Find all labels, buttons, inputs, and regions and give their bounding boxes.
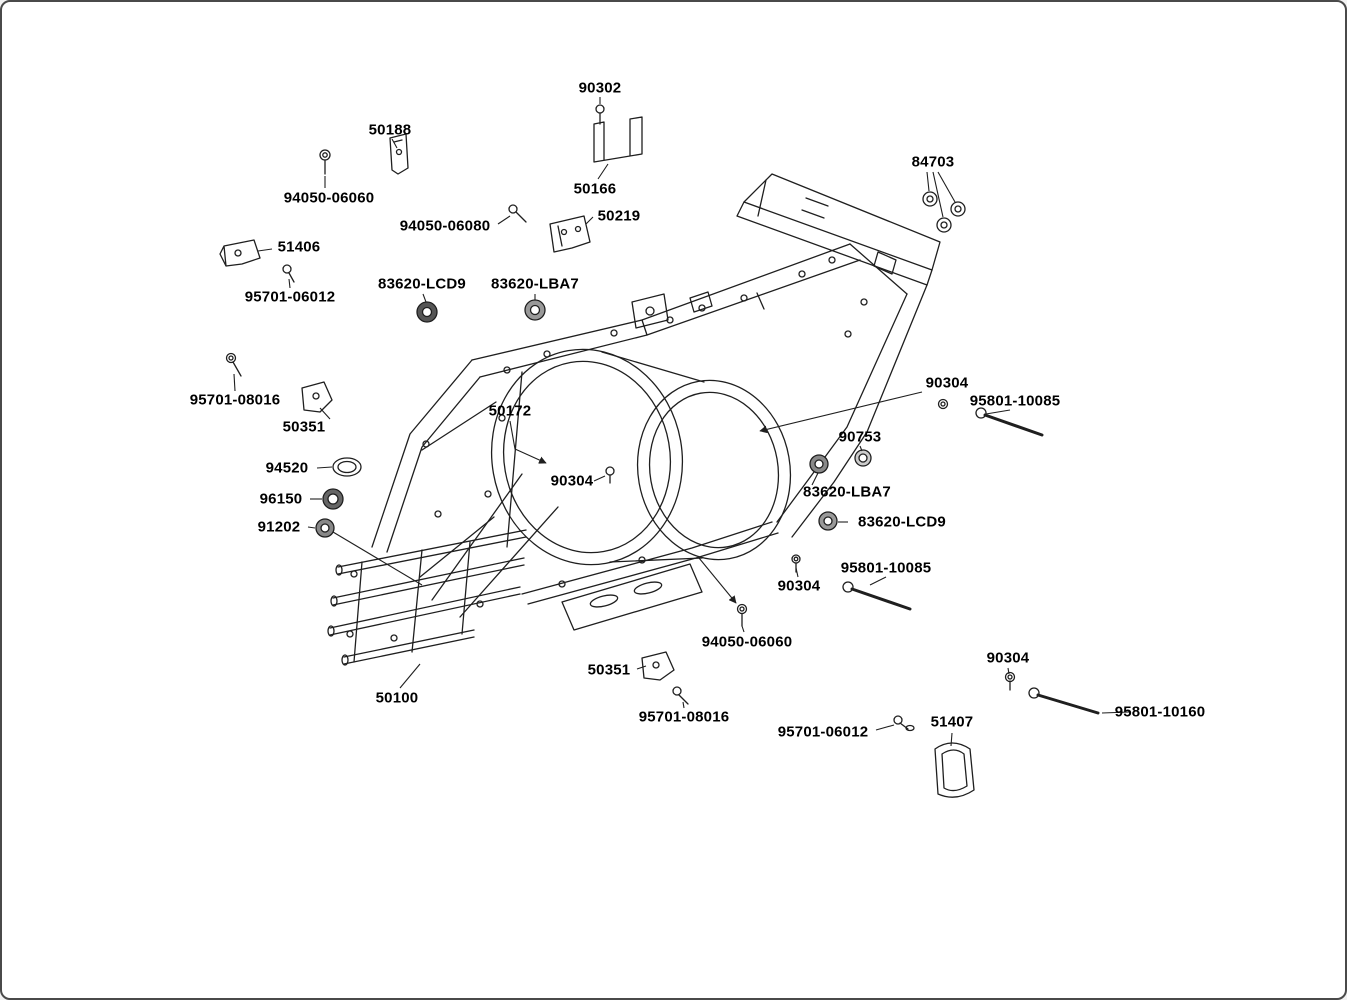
- part-label-50100: 50100: [375, 689, 419, 707]
- part-grommets-84703: [922, 191, 966, 233]
- part-bracket-50351-lower: [641, 651, 675, 681]
- part-label-94520: 94520: [265, 459, 309, 477]
- part-nut-90304-right: [937, 398, 949, 410]
- part-label-94050-06080: 94050-06080: [399, 217, 491, 235]
- part-ring-94520: [332, 457, 362, 477]
- part-label-95701-08016-b: 95701-08016: [638, 708, 730, 726]
- part-label-50351-b: 50351: [587, 661, 631, 679]
- part-bolt-95801-10160: [1028, 687, 1100, 715]
- part-label-96150: 96150: [259, 490, 303, 508]
- part-label-83620-lcd9-b: 83620-LCD9: [858, 513, 946, 531]
- part-bolt-95701-06012-top: [282, 264, 295, 283]
- part-bolt-95801-10085-right: [975, 407, 1044, 437]
- part-label-95701-06012-b: 95701-06012: [777, 723, 869, 741]
- part-grommet-83620-lcd9-left: [416, 301, 438, 323]
- part-grommet-96150: [322, 488, 344, 510]
- part-bolt-95801-10085-lower: [842, 581, 912, 611]
- part-grommet-83620-lcd9-right: [818, 511, 838, 531]
- part-label-95701-08016-a: 95701-08016: [189, 391, 281, 409]
- part-bracket-51406: [219, 239, 261, 267]
- part-label-83620-lba7-b: 83620-LBA7: [803, 483, 891, 501]
- part-label-50166: 50166: [573, 180, 617, 198]
- part-label-50219: 50219: [597, 207, 641, 225]
- part-label-95701-06012-a: 95701-06012: [244, 288, 336, 306]
- part-label-90304-a: 90304: [925, 374, 969, 392]
- part-bracket-50351-left: [301, 381, 333, 413]
- part-bolt-94050-06080: [508, 204, 527, 223]
- part-label-50351-a: 50351: [282, 418, 326, 436]
- part-label-95801-10085-b: 95801-10085: [840, 559, 932, 577]
- part-bolt-94050-06060-top: [319, 149, 331, 175]
- part-bolt-95701-08016-lower: [672, 686, 689, 705]
- part-label-95801-10085-a: 95801-10085: [969, 392, 1061, 410]
- part-label-51406: 51406: [277, 238, 321, 256]
- part-bracket-51407: [934, 742, 975, 798]
- part-label-51407: 51407: [930, 713, 974, 731]
- part-grommet-90753: [854, 449, 872, 467]
- leader-lines: [233, 97, 1131, 747]
- part-label-90304-b: 90304: [550, 472, 594, 490]
- part-bolt-94050-06060-lower: [736, 603, 748, 627]
- part-bolt-90304-middle: [605, 466, 615, 484]
- part-label-94050-06060-a: 94050-06060: [283, 189, 375, 207]
- part-bracket-50188: [389, 133, 409, 175]
- part-label-95801-10160: 95801-10160: [1114, 703, 1206, 721]
- part-shapes: [219, 104, 1100, 798]
- part-bracket-50219: [549, 215, 591, 253]
- part-label-50188: 50188: [368, 121, 412, 139]
- part-grommet-83620-lba7-right: [809, 454, 829, 474]
- part-label-84703: 84703: [911, 153, 955, 171]
- part-label-90304-d: 90304: [986, 649, 1030, 667]
- part-label-91202: 91202: [257, 518, 301, 536]
- part-bolt-90302: [595, 104, 605, 125]
- part-bracket-50166: [593, 116, 643, 163]
- part-label-90753: 90753: [838, 428, 882, 446]
- part-bolt-95701-08016-left: [225, 352, 242, 377]
- part-bolt-95701-06012-lower: [893, 715, 915, 732]
- part-label-83620-lba7-a: 83620-LBA7: [491, 275, 579, 293]
- part-label-83620-lcd9-a: 83620-LCD9: [378, 275, 466, 293]
- part-grommet-91202: [315, 518, 335, 538]
- part-label-90304-c: 90304: [777, 577, 821, 595]
- part-bolt-90304-lower-right: [1004, 671, 1016, 691]
- part-grommet-83620-lba7-left: [524, 299, 546, 321]
- part-label-90302: 90302: [578, 79, 622, 97]
- part-label-94050-06060-b: 94050-06060: [701, 633, 793, 651]
- part-label-50172: 50172: [488, 402, 532, 420]
- frame-body-art: [327, 173, 941, 666]
